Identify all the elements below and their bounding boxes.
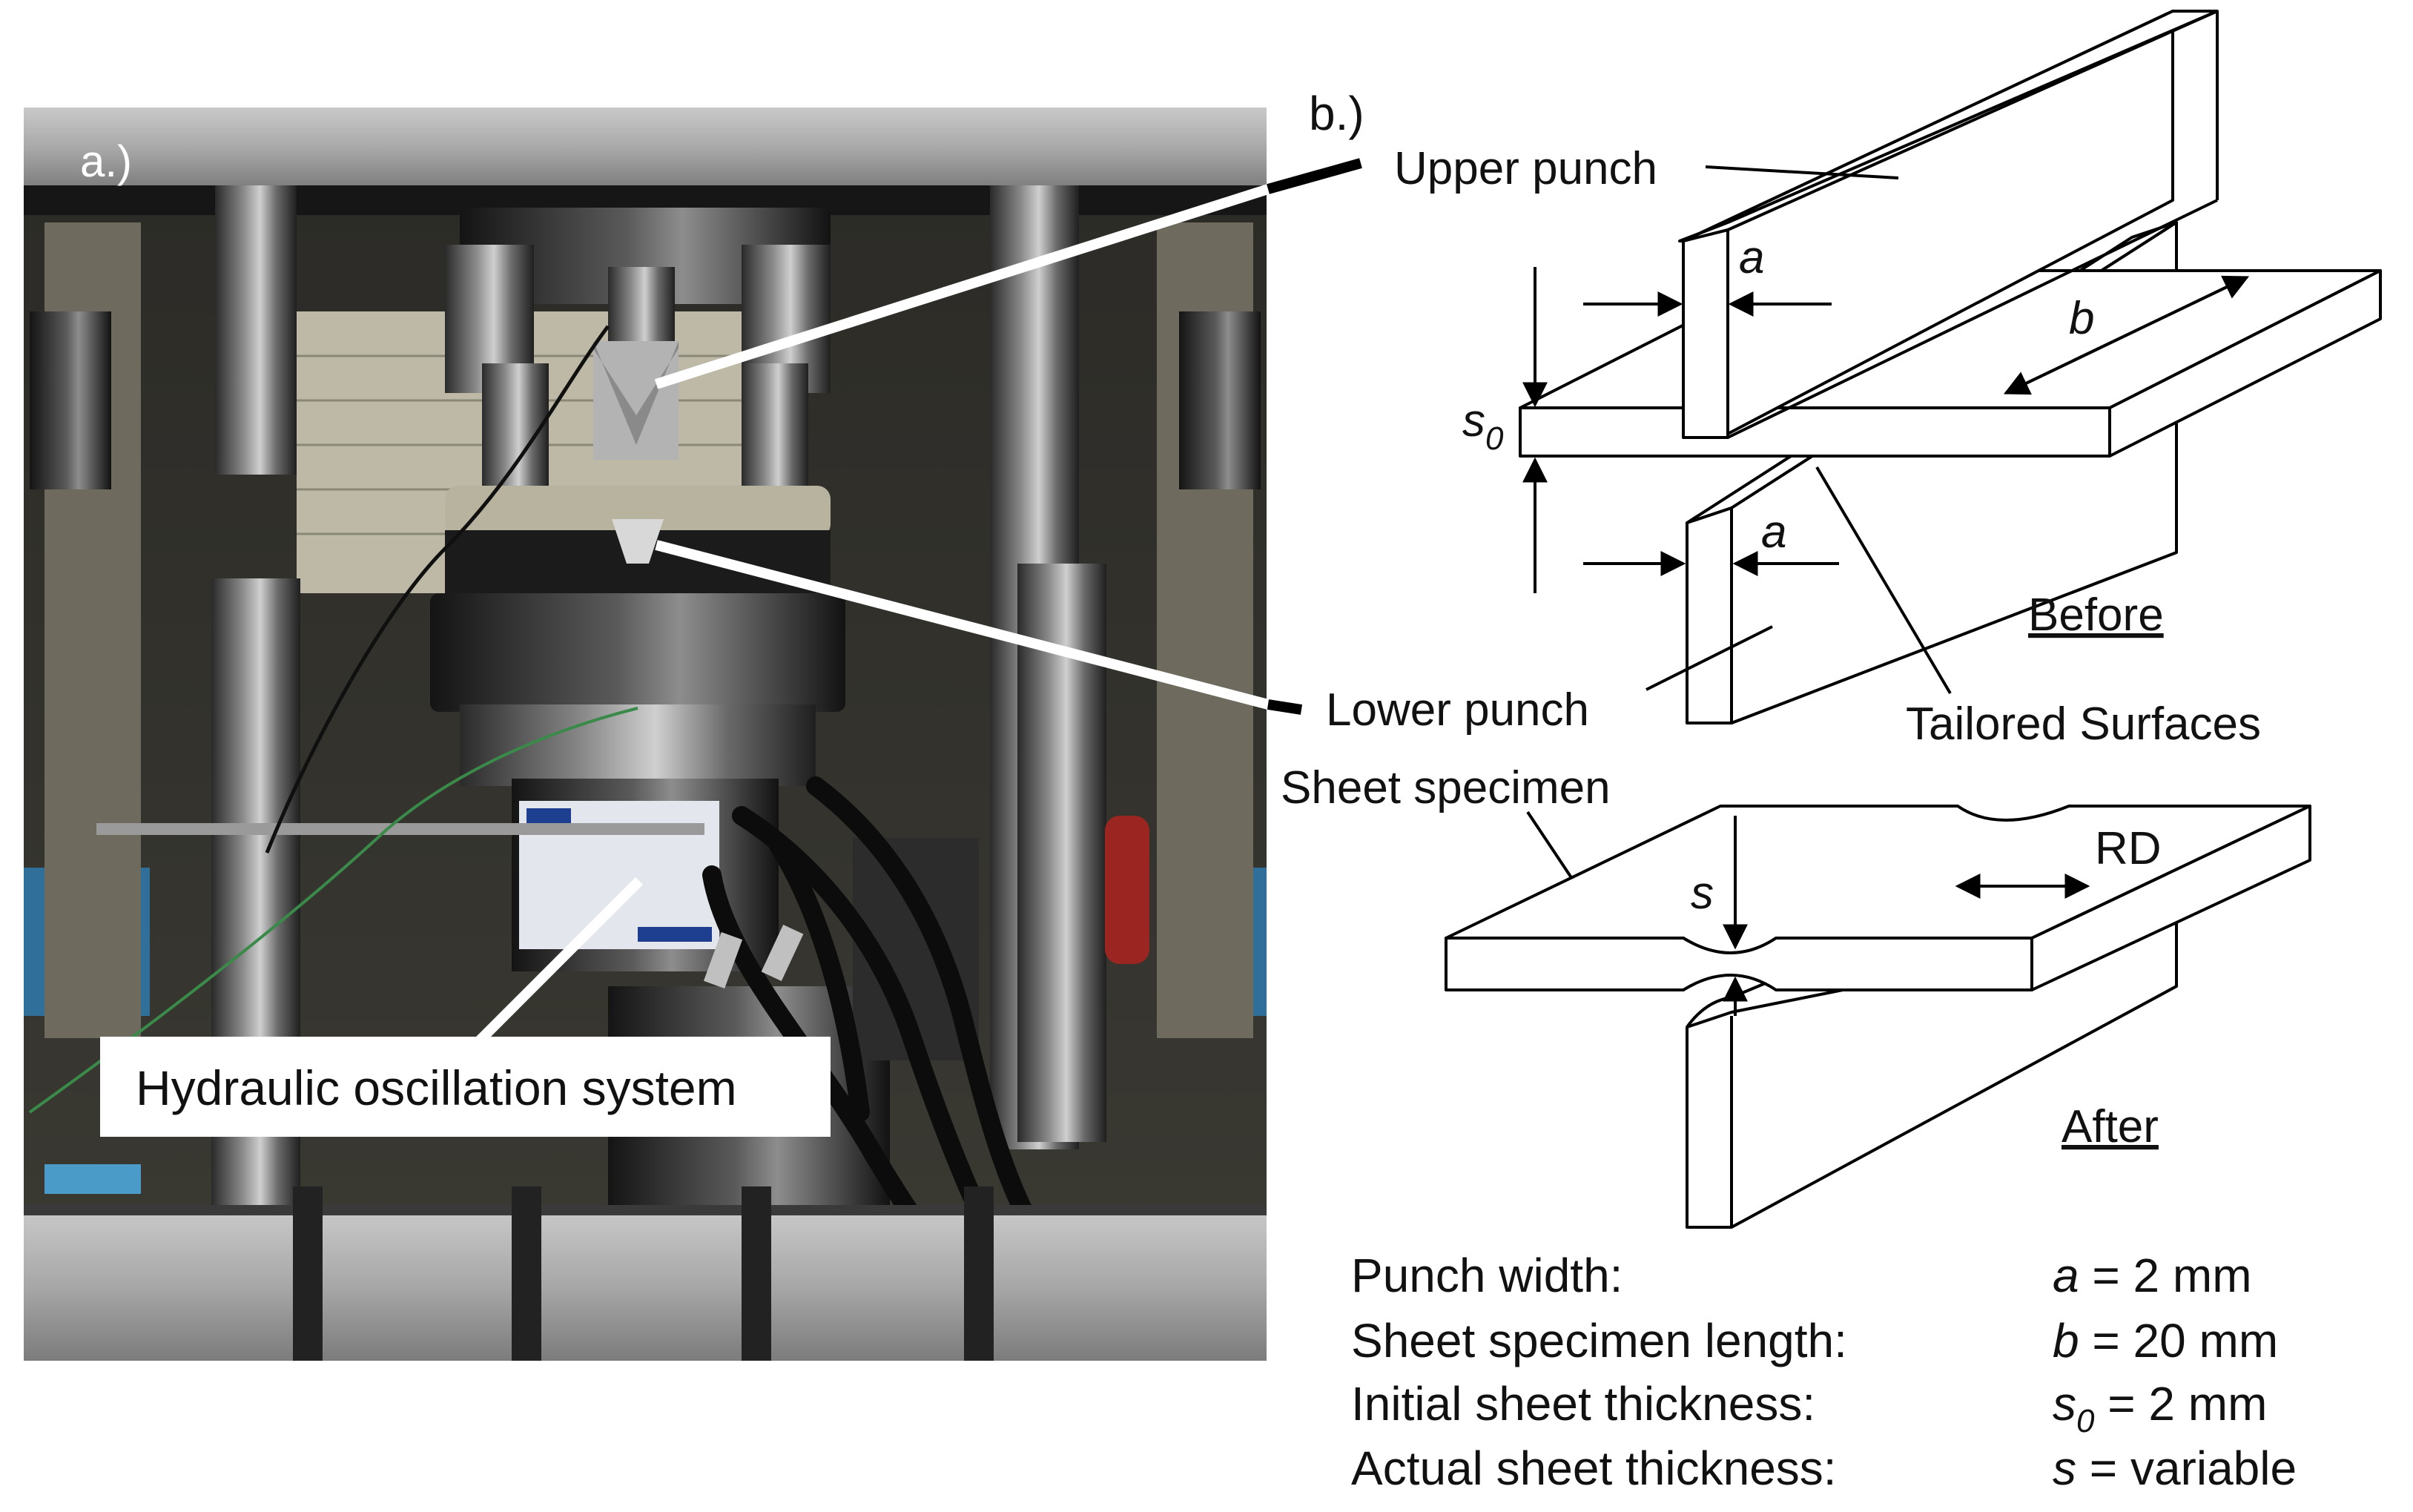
label-dim-a-lower: a (1761, 506, 1786, 558)
photo-panel: a.) Hydraulic oscillation system (24, 108, 1362, 1361)
dim-b-arrow-back (2003, 276, 2248, 395)
leader-tailored-surfaces (1815, 466, 1952, 695)
parameter-list: Punch width: a = 2 mm Sheet specimen len… (1351, 1249, 2297, 1495)
param-row: Actual sheet thickness: s = variable (1351, 1442, 2297, 1495)
label-before: Before (2028, 590, 2164, 641)
label-dim-s0: s0 (1462, 395, 1504, 457)
param-row: Initial sheet thickness: s0 = 2 mm (1351, 1377, 2267, 1439)
lower-punch-tool (612, 519, 664, 564)
side-cylinder-left (30, 311, 111, 489)
holder-plate (445, 486, 831, 538)
panel-b-label: b.) (1309, 87, 1364, 140)
side-cylinder-right (1179, 311, 1261, 489)
param-value: b = 20 mm (2053, 1314, 2278, 1367)
label-dim-b: b (2069, 293, 2094, 344)
param-value: s0 = 2 mm (2053, 1377, 2267, 1439)
param-name: Sheet specimen length: (1351, 1314, 1847, 1367)
schematic-panel: b.) (1309, 10, 2382, 1229)
param-value: s = variable (2053, 1442, 2297, 1495)
label-lower-punch: Lower punch (1326, 684, 1589, 736)
top-plate (24, 108, 1267, 189)
fire-extinguisher (1105, 816, 1149, 964)
param-value: a = 2 mm (2053, 1249, 2252, 1302)
horizontal-rod (96, 823, 704, 835)
label-upper-punch: Upper punch (1394, 143, 1657, 194)
param-name: Actual sheet thickness: (1351, 1442, 1837, 1495)
guide-column-left (215, 185, 297, 475)
param-name: Initial sheet thickness: (1351, 1377, 1815, 1430)
schematic-labels: Upper punch a b s0 a Before Lower punch … (1281, 143, 2261, 1152)
guide-column-left-lower (211, 578, 300, 1268)
pointer-line-lower (655, 540, 1270, 710)
hydraulic-label: Hydraulic oscillation system (136, 1060, 737, 1115)
sheet-after (1445, 805, 2311, 991)
label-after: After (2062, 1101, 2159, 1152)
label-dim-a-upper: a (1739, 232, 1764, 283)
base-plate (24, 1209, 1267, 1361)
upper-head (460, 208, 831, 304)
label-rd: RD (2095, 823, 2162, 874)
pointer-line-upper (654, 184, 1270, 389)
hydraulic-label-box (100, 1037, 831, 1137)
label-tailored-surfaces: Tailored Surfaces (1906, 699, 2261, 750)
leader-upper-punch (1705, 165, 1899, 179)
lower-punch-after (1686, 922, 2178, 1229)
leader-lower-punch (1645, 625, 1773, 691)
base-studs (293, 1186, 994, 1361)
pointer-line-hydraulic (471, 877, 643, 1049)
label-dim-s: s (1691, 868, 1714, 919)
blue-connector (44, 1164, 141, 1194)
param-row: Sheet specimen length: b = 20 mm (1351, 1314, 2278, 1367)
upper-punch-tool (593, 341, 679, 460)
param-name: Punch width: (1351, 1249, 1623, 1302)
label-sheet-specimen: Sheet specimen (1281, 762, 1611, 813)
lower-body (430, 593, 845, 712)
panel-a-label: a.) (80, 136, 132, 186)
param-row: Punch width: a = 2 mm (1351, 1249, 2252, 1302)
black-cable (265, 325, 610, 854)
upper-punch-before (1678, 10, 2219, 439)
